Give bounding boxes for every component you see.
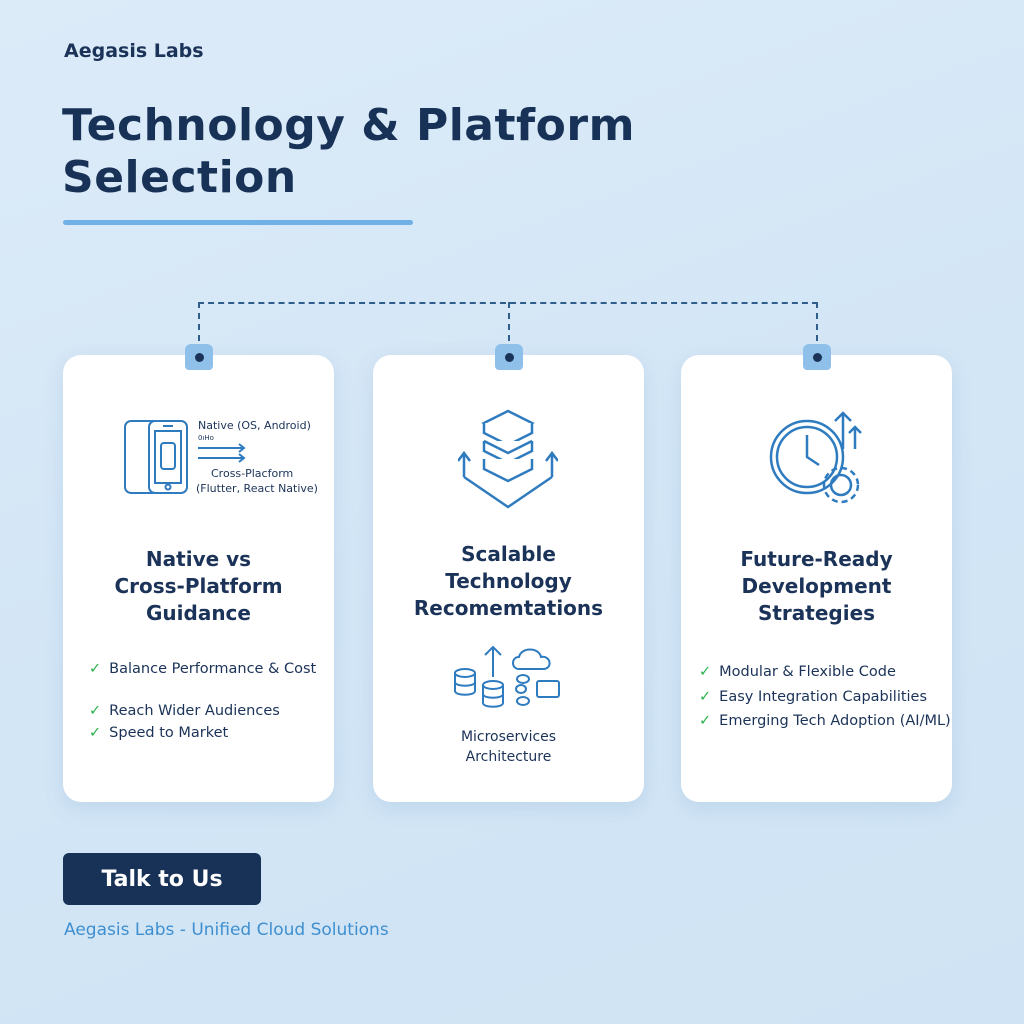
check-icon: ✓ [699, 688, 712, 705]
clock-gear-icon [769, 411, 862, 504]
phones-icon [124, 420, 188, 494]
layers-icon [458, 409, 558, 509]
title-underline [63, 220, 413, 225]
microservices-icon [454, 645, 560, 708]
cross-label: Cross-Placform [211, 467, 294, 480]
connector-drop [508, 302, 510, 352]
card-native-vs-cross: Native (OS, Android) 0ıHo Cross-Placform… [63, 355, 334, 802]
check-icon: ✓ [699, 664, 712, 680]
connector-drop [816, 302, 818, 352]
native-label: Native (OS, Android) [198, 419, 311, 432]
arrows-icon [198, 443, 246, 463]
pin-icon [803, 344, 831, 370]
pin-icon [495, 344, 523, 370]
check-icon: ✓ [89, 703, 102, 719]
small-label: 0ıHo [198, 434, 214, 442]
footer-tagline: Aegasis Labs - Unified Cloud Solutions [64, 920, 389, 940]
strategy-list: ✓Modular & Flexible Code ✓Easy Integrati… [699, 660, 951, 734]
check-icon: ✓ [89, 661, 102, 677]
talk-to-us-button[interactable]: Talk to Us [63, 853, 261, 905]
connector-drop [198, 302, 200, 352]
check-icon: ✓ [89, 725, 102, 741]
benefit-list: ✓Balance Performance & Cost ✓Reach Wider… [89, 661, 317, 741]
pin-icon [185, 344, 213, 370]
cross-sub-label: (Flutter, React Native) [196, 482, 318, 495]
brand-name: Aegasis Labs [64, 40, 204, 62]
check-icon: ✓ [699, 713, 712, 729]
